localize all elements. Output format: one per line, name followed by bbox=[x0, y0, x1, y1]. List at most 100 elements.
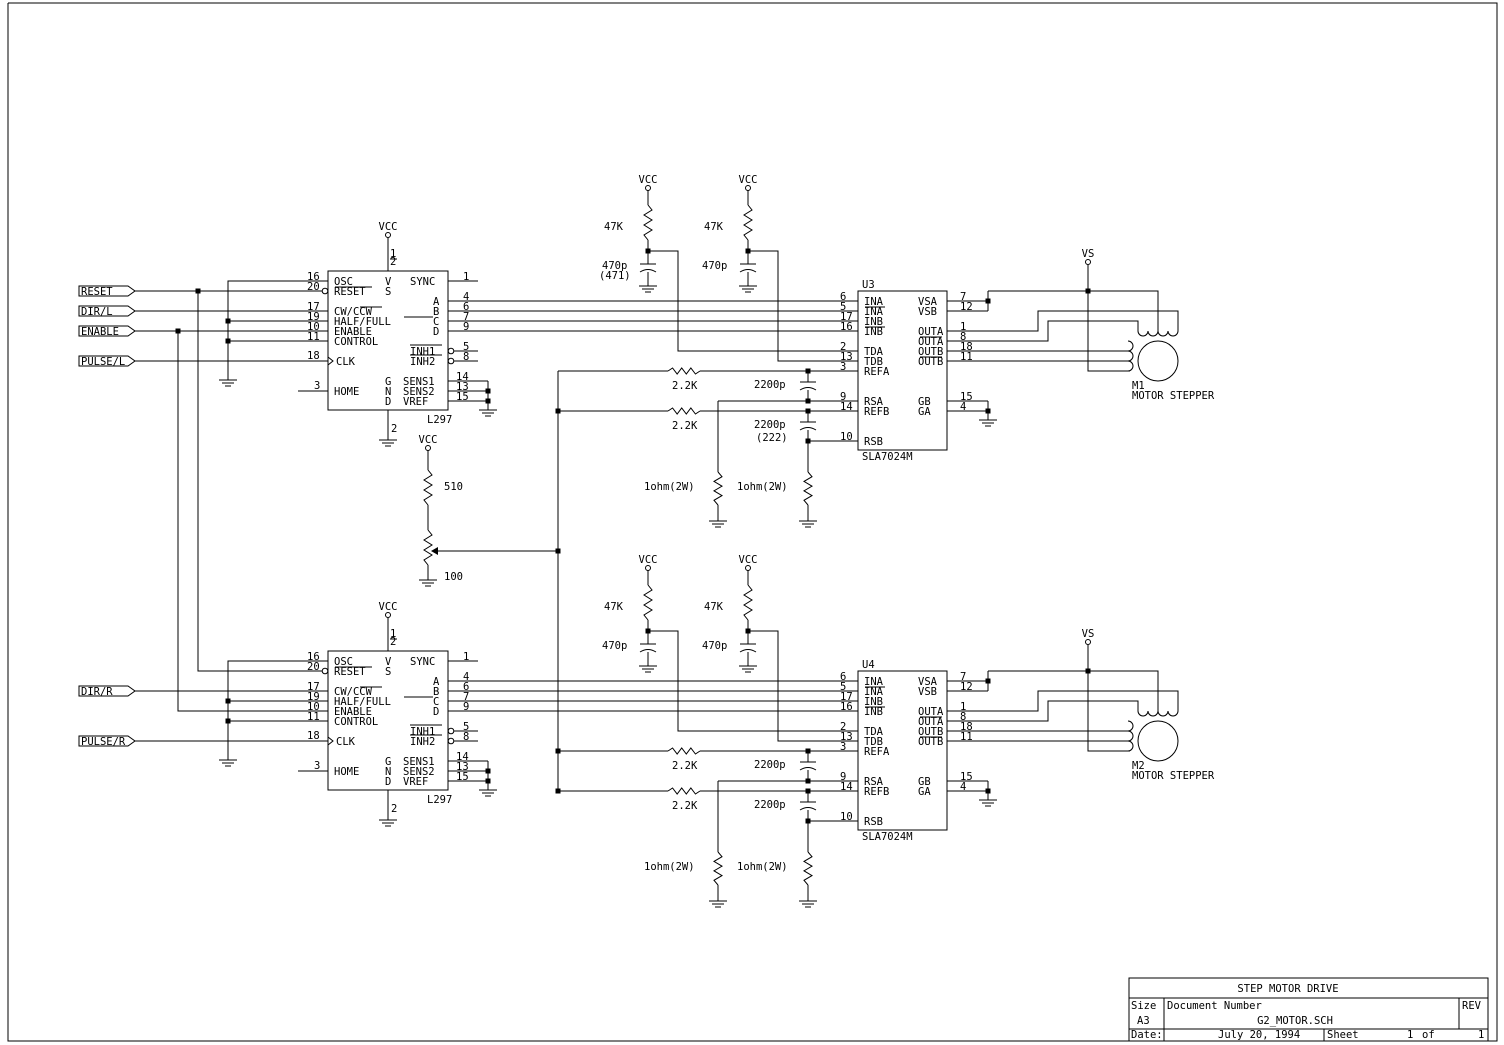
stepper-motor bbox=[1137, 720, 1179, 762]
c470p-label: 470p bbox=[702, 260, 727, 272]
r22k-label: 2.2K bbox=[672, 800, 698, 812]
pin-number: 8 bbox=[960, 711, 966, 723]
c470p-label: 470p bbox=[602, 260, 627, 272]
sense-resistor bbox=[713, 851, 723, 886]
pin-number: 5 bbox=[840, 301, 846, 313]
capacitor-plate bbox=[739, 649, 757, 653]
pin-number: 7 bbox=[463, 691, 469, 703]
power-pin-circle bbox=[1085, 639, 1091, 645]
vcc-timer: VCC bbox=[639, 554, 658, 566]
ground-symbol bbox=[479, 789, 497, 797]
pin-name: D bbox=[433, 326, 439, 338]
r47k-label: 47K bbox=[704, 601, 724, 613]
pin-name: REFB bbox=[864, 406, 889, 418]
r47k-label: 47K bbox=[604, 601, 624, 613]
pin-name: OUTA bbox=[918, 716, 944, 728]
junction-dot bbox=[175, 328, 181, 334]
pin-number: 13 bbox=[456, 381, 469, 393]
pin-name: INB bbox=[864, 316, 883, 328]
capacitor-plate bbox=[639, 269, 657, 273]
ground-symbol bbox=[979, 799, 997, 807]
motor-ref-label: M1 bbox=[1132, 380, 1145, 392]
capacitor-plate bbox=[799, 807, 817, 811]
pin-name: GB bbox=[918, 776, 931, 788]
pin-number: 2 bbox=[840, 341, 846, 353]
pin-name: INA bbox=[864, 296, 884, 308]
pin-number: 6 bbox=[840, 291, 846, 303]
pin-name: OUTA bbox=[918, 326, 944, 338]
capacitor-plate bbox=[799, 387, 817, 391]
port-pulse-l: PULSE/L bbox=[81, 356, 125, 368]
title-block-of-label: of bbox=[1422, 1029, 1435, 1041]
vcc-vref: VCC bbox=[419, 434, 438, 446]
ground-symbol bbox=[419, 579, 437, 587]
sense-resistor bbox=[803, 471, 813, 506]
capacitor-plate bbox=[799, 767, 817, 771]
inverter-bubble bbox=[447, 727, 455, 735]
pin-name: OUTA bbox=[918, 336, 944, 348]
wire bbox=[1087, 291, 1130, 372]
pin-name: INH2 bbox=[410, 356, 435, 368]
sla-ref-label: U4 bbox=[862, 659, 875, 671]
junction-dot bbox=[805, 408, 811, 414]
inverter-bubble bbox=[447, 737, 455, 745]
vref-potentiometer bbox=[423, 529, 433, 566]
vs-label: VS bbox=[1082, 628, 1095, 640]
pin-number: 9 bbox=[463, 701, 469, 713]
ground-symbol bbox=[639, 285, 657, 293]
port-flag bbox=[78, 355, 136, 367]
ref-resistor bbox=[667, 367, 701, 375]
pin-number: 6 bbox=[463, 301, 469, 313]
power-pin-circle bbox=[745, 185, 751, 191]
port-dir-r: DIR/R bbox=[81, 686, 113, 698]
pin-name: CW/CCW bbox=[334, 306, 373, 318]
port-flag bbox=[78, 325, 136, 337]
power-pin-circle bbox=[425, 445, 431, 451]
pin-name: OSC bbox=[334, 276, 353, 288]
ref-resistor bbox=[667, 787, 701, 795]
inverter-bubble bbox=[321, 667, 329, 675]
motor-coil-b bbox=[1127, 720, 1134, 752]
pin-number: 18 bbox=[307, 730, 320, 742]
pin-number: 18 bbox=[960, 721, 973, 733]
ground-symbol bbox=[219, 759, 237, 767]
pin-name: TDA bbox=[864, 726, 884, 738]
ground-symbol bbox=[799, 900, 817, 908]
pin-number: 5 bbox=[840, 681, 846, 693]
title-block-rev-label: REV bbox=[1462, 1000, 1482, 1012]
pin-name: VSB bbox=[918, 686, 937, 698]
r510-label: 510 bbox=[444, 481, 463, 493]
pin-name: VREF bbox=[403, 396, 428, 408]
ground-symbol bbox=[739, 285, 757, 293]
junction-dot bbox=[805, 788, 811, 794]
pin-number: 18 bbox=[307, 350, 320, 362]
pin-name: G bbox=[385, 756, 391, 768]
capacitor-plate bbox=[799, 427, 817, 431]
pin-number: 9 bbox=[840, 391, 846, 403]
pin-name: CLK bbox=[336, 356, 356, 368]
pin-name: INB bbox=[864, 696, 883, 708]
timer-resistor bbox=[743, 204, 753, 241]
pin-number: 10 bbox=[840, 431, 853, 443]
pin-number: 3 bbox=[314, 760, 320, 772]
wire bbox=[177, 331, 328, 712]
pin-name: TDB bbox=[864, 356, 883, 368]
pin-number: 8 bbox=[463, 731, 469, 743]
pin-number: 14 bbox=[456, 751, 469, 763]
pin-name: SYNC bbox=[410, 276, 435, 288]
pin-name: TDA bbox=[864, 346, 884, 358]
pin-name: GA bbox=[918, 786, 931, 798]
ground-symbol bbox=[379, 439, 397, 447]
junction-dot bbox=[805, 778, 811, 784]
pin-number: 12 bbox=[960, 301, 973, 313]
vcc-l297: VCC bbox=[379, 601, 398, 613]
pin-number: 9 bbox=[463, 321, 469, 333]
pin-number: 6 bbox=[840, 671, 846, 683]
motor-type-label: MOTOR STEPPER bbox=[1132, 390, 1215, 402]
junction-dot bbox=[985, 788, 991, 794]
pin-number: 7 bbox=[960, 291, 966, 303]
inverter-bubble bbox=[321, 287, 329, 295]
pin-name: CONTROL bbox=[334, 336, 378, 348]
pin-name: N bbox=[385, 766, 391, 778]
pin-name: N bbox=[385, 386, 391, 398]
